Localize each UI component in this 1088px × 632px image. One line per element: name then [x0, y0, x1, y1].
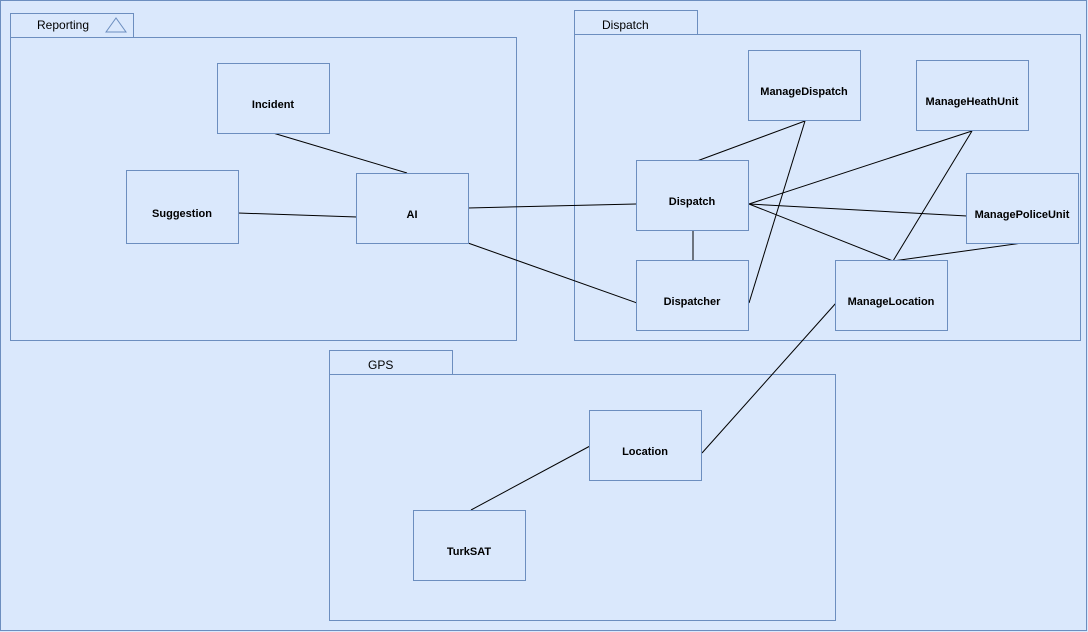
class-label: Suggestion [152, 208, 212, 220]
edge-managelocation-managehealthunit[interactable] [892, 130, 973, 262]
edge-managelocation-location[interactable] [701, 302, 837, 454]
package-gps-tab [329, 350, 453, 375]
class-label: ManageLocation [848, 296, 935, 308]
class-box [636, 260, 749, 331]
edge-ai-dispatch[interactable] [467, 203, 638, 209]
class-turksat[interactable]: TurkSAT [413, 510, 526, 581]
class-managehealthunit[interactable]: ManageHeathUnit [916, 60, 1029, 131]
class-suggestion[interactable]: Suggestion [126, 170, 239, 244]
package-dispatch-label: Dispatch [602, 18, 649, 32]
class-managepoliceunit[interactable]: ManagePoliceUnit [966, 173, 1079, 244]
package-gps[interactable]: GPS [329, 350, 836, 621]
package-reporting-label: Reporting [37, 18, 89, 32]
class-label: TurkSAT [447, 546, 491, 558]
edge-location-turksat[interactable] [470, 445, 591, 511]
class-box [835, 260, 948, 331]
class-dispatcher[interactable]: Dispatcher [636, 260, 749, 331]
class-box [413, 510, 526, 581]
class-box [966, 173, 1079, 244]
edge-suggestion-ai[interactable] [237, 212, 358, 218]
class-label: ManageHeathUnit [926, 96, 1019, 108]
class-box [916, 60, 1029, 131]
package-dispatch-tab [574, 10, 698, 35]
class-box [636, 160, 749, 231]
class-dispatch[interactable]: Dispatch [636, 160, 749, 231]
edge-ai-dispatcher[interactable] [467, 242, 638, 304]
package-gps-label: GPS [368, 358, 393, 372]
edge-managedispatch-dispatcher[interactable] [748, 120, 806, 304]
edge-dispatch-managelocation[interactable] [748, 203, 894, 262]
class-box [589, 410, 702, 481]
class-label: Dispatch [669, 196, 716, 208]
class-label: AI [407, 209, 418, 221]
class-managedispatch[interactable]: ManageDispatch [748, 50, 861, 121]
class-box [126, 170, 239, 244]
class-managelocation[interactable]: ManageLocation [835, 260, 948, 331]
class-label: Incident [252, 99, 295, 111]
class-location[interactable]: Location [589, 410, 702, 481]
package-gps-body [329, 374, 836, 621]
class-label: ManagePoliceUnit [975, 209, 1070, 221]
edge-dispatch-managehealthunit[interactable] [748, 130, 973, 205]
associations [237, 120, 1023, 511]
triangle-icon [105, 17, 127, 33]
class-box [356, 173, 469, 244]
class-box [217, 63, 330, 134]
edge-dispatch-managedispatch[interactable] [696, 120, 806, 162]
class-incident[interactable]: Incident [217, 63, 330, 134]
edge-incident-ai[interactable] [272, 132, 408, 174]
edge-managelocation-managepoliceunit[interactable] [892, 242, 1023, 262]
class-box [748, 50, 861, 121]
class-ai[interactable]: AI [356, 173, 469, 244]
class-label: ManageDispatch [760, 86, 848, 98]
edge-dispatch-managepoliceunit[interactable] [748, 203, 968, 217]
class-label: Location [622, 446, 668, 458]
class-label: Dispatcher [664, 296, 722, 308]
